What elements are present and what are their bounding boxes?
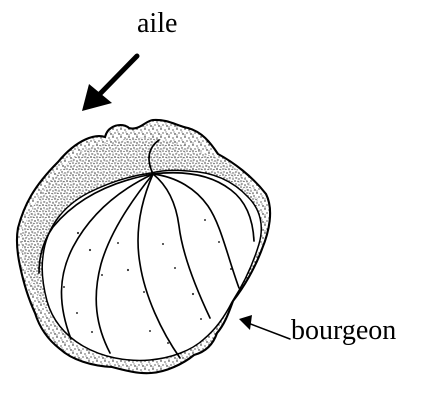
- bud-label: bourgeon: [291, 317, 396, 345]
- wing-label: aile: [137, 10, 177, 38]
- arrow-to-wing: [82, 56, 137, 111]
- arrow-to-bud: [239, 315, 290, 339]
